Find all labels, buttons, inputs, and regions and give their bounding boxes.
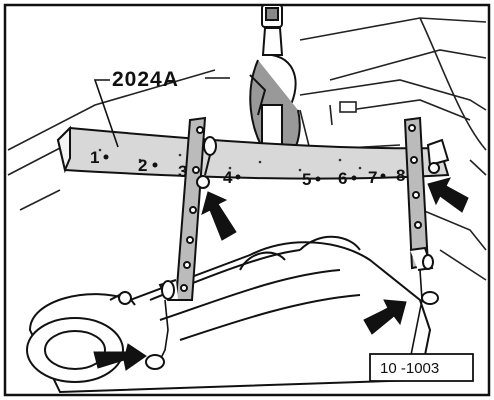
crane-hook	[249, 4, 301, 163]
arrow-left-lower	[93, 343, 147, 371]
left-hanging-strap	[145, 116, 217, 370]
hole-label-7: 7	[368, 168, 377, 187]
arrow-right-lower	[363, 299, 407, 335]
hole-label-1: 1	[90, 148, 99, 167]
tool-number-label: 2024A	[112, 68, 179, 91]
hole-label-5: 5	[302, 170, 311, 189]
hole-label-4: 4	[223, 168, 233, 187]
tool-leader-line	[93, 79, 119, 148]
hole-labels: 1 2 3 4 5 6 7 8	[90, 148, 405, 189]
hole-label-3: 3	[178, 162, 187, 181]
hole-label-6: 6	[338, 169, 347, 188]
hole-label-8: 8	[396, 166, 405, 185]
hole-label-2: 2	[138, 156, 147, 175]
figure-reference-box	[369, 353, 474, 382]
pointer-arrows	[93, 177, 469, 371]
right-hanging-strap	[403, 116, 450, 361]
figure-reference-label: 10 -1003	[380, 360, 439, 377]
arrow-right-upper	[427, 177, 469, 213]
arrow-left-upper	[201, 191, 237, 241]
